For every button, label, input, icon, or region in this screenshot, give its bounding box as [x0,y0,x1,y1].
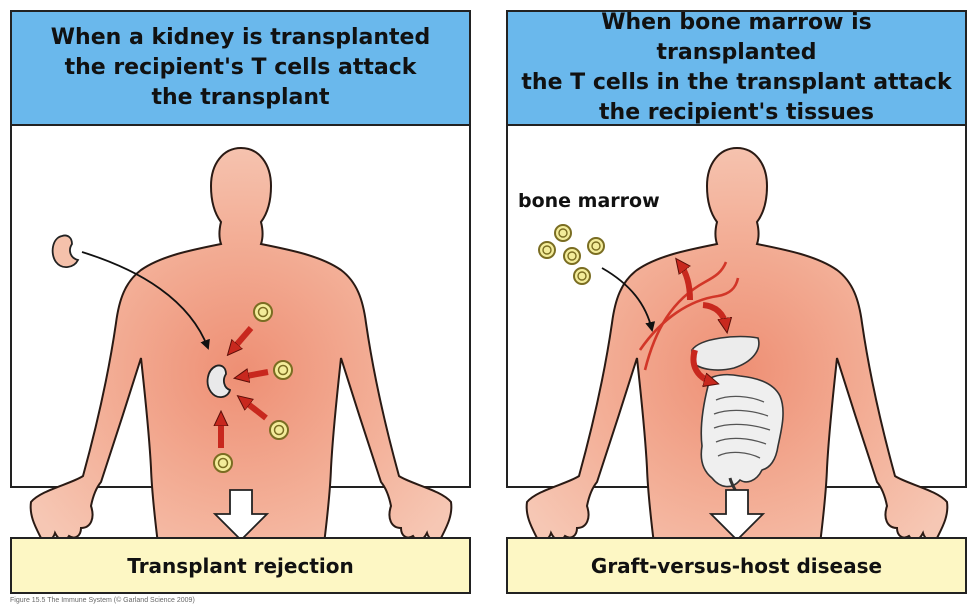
left-result-box: Transplant rejection [10,537,471,594]
figure-caption: Figure 15.5 The Immune System (© Garland… [10,597,195,604]
bone-marrow-label: bone marrow [518,190,660,212]
right-down-arrow [708,489,766,542]
right-panel-header: When bone marrow is transplanted the T c… [508,10,965,126]
right-result-label: Graft-versus-host disease [590,553,883,578]
left-result-label: Transplant rejection [127,553,354,578]
left-panel-header: When a kidney is transplanted the recipi… [12,12,469,126]
left-panel-title: When a kidney is transplanted the recipi… [50,25,431,110]
right-panel-title: When bone marrow is transplanted the T c… [521,10,952,125]
right-result-box: Graft-versus-host disease [506,537,967,594]
right-panel: When bone marrow is transplanted the T c… [506,10,967,488]
left-down-arrow [212,489,270,542]
left-panel: When a kidney is transplanted the recipi… [10,10,471,488]
